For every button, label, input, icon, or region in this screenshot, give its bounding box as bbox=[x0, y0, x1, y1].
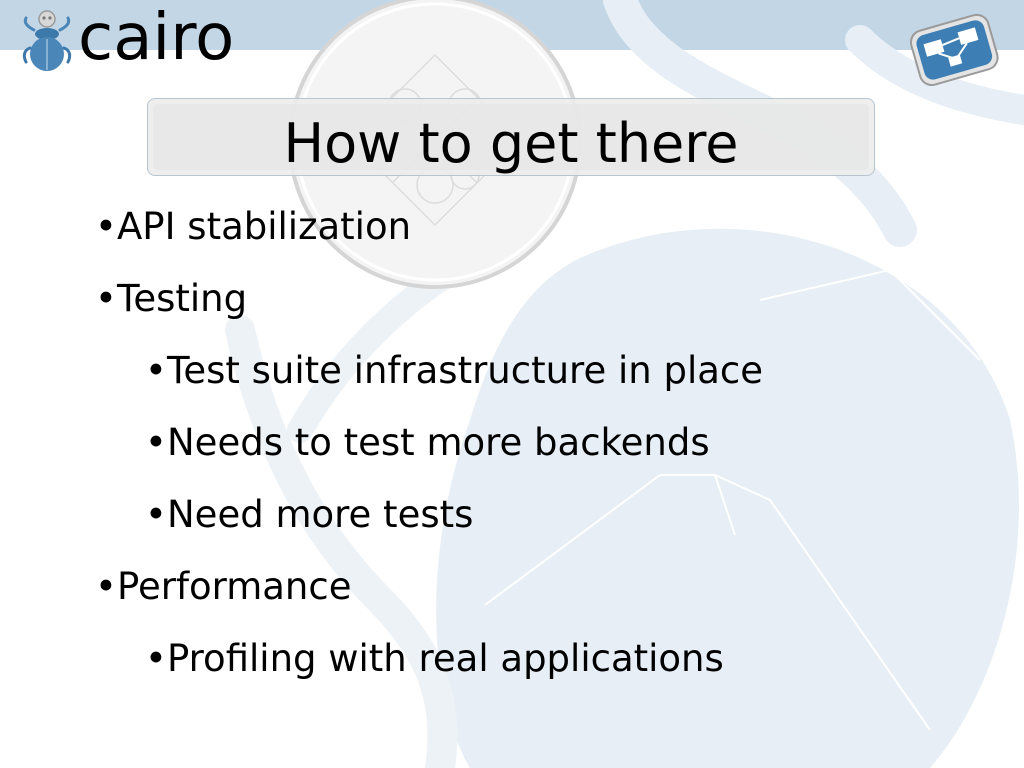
bullet-dot: • bbox=[145, 421, 167, 464]
diagram-network-icon bbox=[909, 13, 999, 86]
slide-title: How to get there bbox=[283, 112, 739, 175]
bullet-item: •API stabilization bbox=[95, 205, 411, 249]
bullet-text: Needs to test more backends bbox=[167, 421, 710, 464]
sub-bullet-item: •Test suite infrastructure in place bbox=[145, 349, 763, 393]
bullet-dot: • bbox=[95, 565, 117, 608]
title-box: How to get there bbox=[147, 98, 875, 176]
bullet-text: Test suite infrastructure in place bbox=[167, 349, 764, 392]
bullet-dot: • bbox=[95, 205, 117, 248]
bullet-item: •Performance bbox=[95, 565, 351, 609]
bullet-item: •Testing bbox=[95, 277, 247, 321]
bullet-dot: • bbox=[145, 637, 167, 680]
cairo-scarab-logo-icon bbox=[22, 10, 72, 71]
bullet-text: Testing bbox=[117, 277, 248, 320]
bullet-dot: • bbox=[145, 349, 167, 392]
bullet-text: Performance bbox=[117, 565, 352, 608]
sub-bullet-item: •Profiling with real applications bbox=[145, 637, 724, 681]
logo-text: cairo bbox=[78, 1, 235, 75]
bullet-text: Profiling with real applications bbox=[167, 637, 724, 680]
bullet-text: Need more tests bbox=[167, 493, 474, 536]
bullet-dot: • bbox=[95, 277, 117, 320]
bullet-dot: • bbox=[145, 493, 167, 536]
sub-bullet-item: •Needs to test more backends bbox=[145, 421, 710, 465]
bullet-text: API stabilization bbox=[117, 205, 412, 248]
sub-bullet-item: •Need more tests bbox=[145, 493, 473, 537]
